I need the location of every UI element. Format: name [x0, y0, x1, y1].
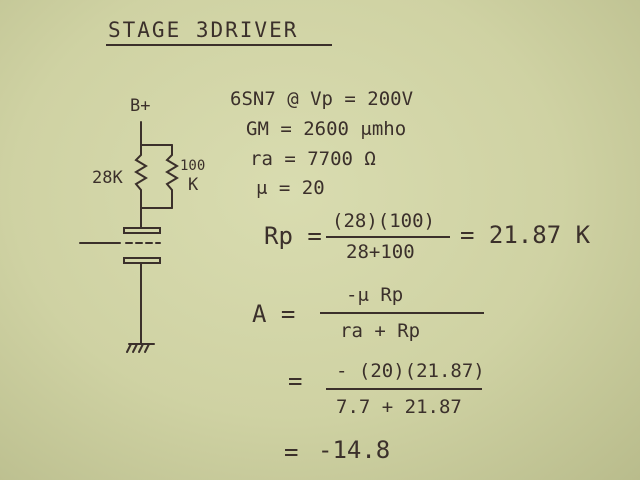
tube-plate [123, 227, 161, 234]
resistor-28k-label: 28K [92, 168, 123, 188]
spec-line-3: ra = 7700 Ω [250, 148, 376, 170]
spec-line-2: GM = 2600 μmho [246, 118, 407, 140]
spec-line-1: 6SN7 @ Vp = 200V [230, 88, 414, 110]
gain-equals-3: = [284, 438, 299, 466]
tube-cathode [123, 257, 161, 264]
resistor-100k-value: 100 [180, 158, 206, 174]
resistor-28k-zigzag [134, 144, 148, 209]
gain-lhs: A = [252, 300, 296, 328]
gain-result: -14.8 [318, 436, 391, 464]
rp-lhs: Rp = [264, 222, 322, 250]
gain-denominator: ra + Rp [340, 320, 421, 342]
gain-fraction-bar-2 [326, 388, 482, 390]
rp-numerator: (28)(100) [332, 210, 435, 232]
resistor-100k-zigzag [165, 144, 179, 209]
resistor-100k-unit: K [188, 175, 199, 195]
title-underline [106, 44, 332, 46]
rp-fraction-bar [326, 236, 450, 238]
gain-fraction-bar [320, 312, 484, 314]
rp-denominator: 28+100 [346, 241, 415, 263]
rp-result: = 21.87 K [460, 221, 591, 249]
gain-denominator-2: 7.7 + 21.87 [336, 396, 462, 418]
title: STAGE 3DRIVER [108, 18, 299, 42]
gain-numerator-2: - (20)(21.87) [336, 360, 485, 382]
gain-equals-2: = [288, 367, 303, 395]
gain-numerator: -μ Rp [346, 284, 404, 306]
bplus-label: B+ [130, 96, 151, 116]
spec-line-4: μ = 20 [256, 177, 325, 199]
